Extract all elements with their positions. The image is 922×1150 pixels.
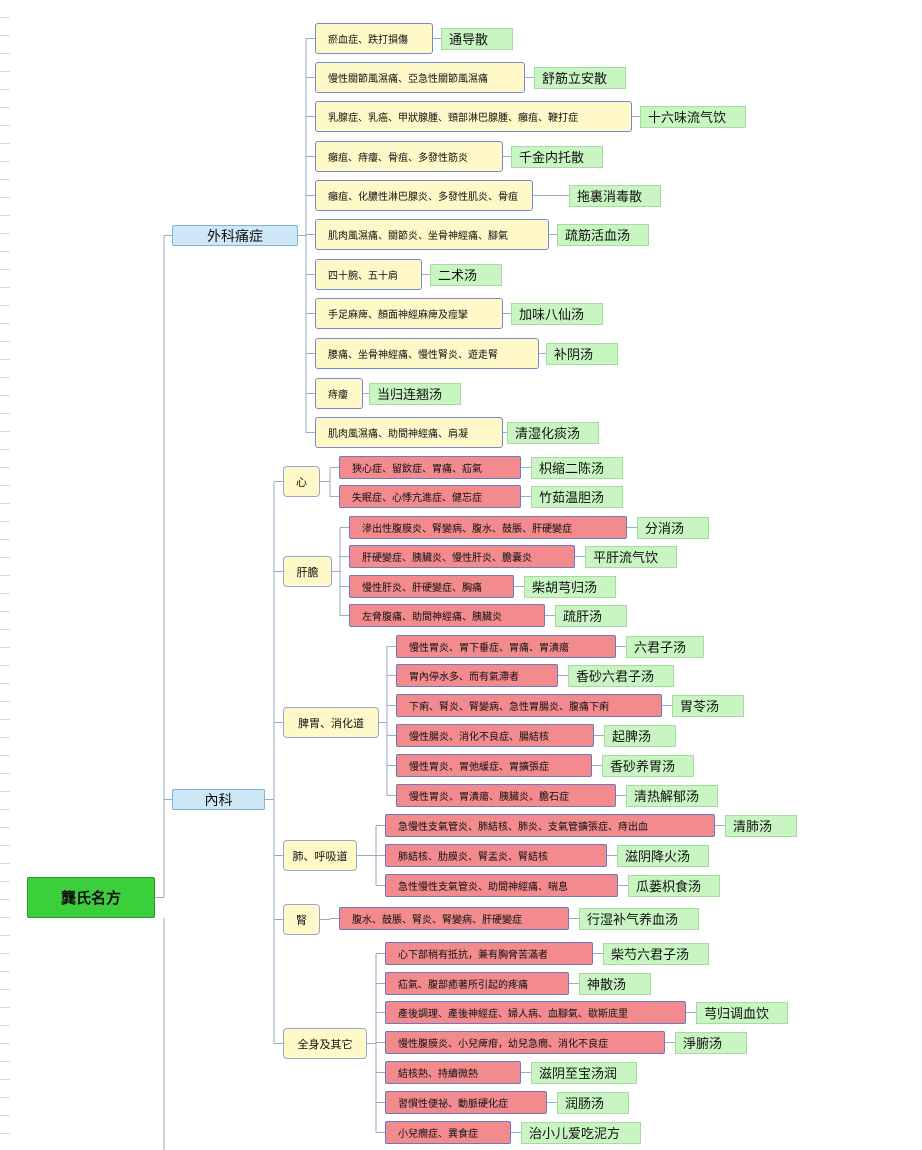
formula-box[interactable]: 淨腑汤 bbox=[675, 1031, 747, 1054]
formula-box[interactable]: 瓜蒌枳食汤 bbox=[628, 874, 720, 897]
symptom-box[interactable]: 四十腕、五十肩 bbox=[315, 259, 422, 290]
symptom-box[interactable]: 肌肉風濕痛、助間神經痛、肩凝 bbox=[315, 417, 503, 448]
formula-box[interactable]: 加味八仙汤 bbox=[511, 302, 603, 325]
formula-box[interactable]: 香砂六君子汤 bbox=[568, 664, 674, 687]
symptom-box[interactable]: 乳腺症、乳癌、甲狀腺腫、頸部淋巴腺腫、癰疽、鞭打症 bbox=[315, 101, 632, 132]
symptom-box[interactable]: 小兒癇症、異食症 bbox=[385, 1121, 511, 1144]
formula-box[interactable]: 疏筋活血汤 bbox=[557, 223, 649, 246]
symptom-box[interactable]: 慢性胃炎、胃下垂症、胃痛、胃潰瘍 bbox=[396, 635, 616, 658]
formula-box[interactable]: 十六味流气饮 bbox=[640, 105, 746, 128]
formula-box[interactable]: 滋阴降火汤 bbox=[617, 844, 709, 867]
formula-box[interactable]: 分消汤 bbox=[637, 516, 709, 539]
symptom-box[interactable]: 習慣性便祕、動脈硬化症 bbox=[385, 1091, 547, 1114]
subgroup-box[interactable]: 脾胃、消化道 bbox=[283, 707, 379, 738]
formula-box[interactable]: 通导散 bbox=[441, 27, 513, 50]
symptom-box[interactable]: 左脅腹痛、助間神經痛、胰臟炎 bbox=[349, 604, 545, 627]
symptom-box[interactable]: 失眠症、心悸亢進症、健忘症 bbox=[339, 485, 521, 508]
formula-box[interactable]: 补阴汤 bbox=[546, 342, 618, 365]
formula-box[interactable]: 滋阴至宝汤润 bbox=[531, 1061, 637, 1084]
subgroup-box[interactable]: 肺、呼吸道 bbox=[283, 840, 357, 871]
symptom-box[interactable]: 肝硬變症、胰臟炎、慢性肝炎、膽囊炎 bbox=[349, 545, 575, 568]
formula-box[interactable]: 疏肝汤 bbox=[555, 604, 627, 627]
symptom-box[interactable]: 痔瘻 bbox=[315, 378, 363, 409]
symptom-box[interactable]: 手足麻痺、顏面神經麻痺及痙攣 bbox=[315, 298, 503, 329]
symptom-box[interactable]: 滲出性腹膜炎、腎變病、腹水、鼓脹、肝硬變症 bbox=[349, 516, 627, 539]
category-surgical-pain[interactable]: 外科痛症 bbox=[172, 225, 298, 246]
symptom-box[interactable]: 腰痛、坐骨神經痛、慢性腎炎、遊走腎 bbox=[315, 338, 539, 369]
left-ruler bbox=[0, 0, 10, 1150]
symptom-box[interactable]: 瘀血症、跌打損傷 bbox=[315, 23, 433, 54]
symptom-box[interactable]: 癰疽、化膿性淋巴腺炎、多發性肌炎、骨疽 bbox=[315, 180, 533, 211]
formula-box[interactable]: 舒筋立安散 bbox=[534, 66, 626, 89]
symptom-box[interactable]: 慢性關節風濕痛、亞急性關節風濕痛 bbox=[315, 62, 525, 93]
formula-box[interactable]: 竹茹温胆汤 bbox=[531, 485, 623, 508]
formula-box[interactable]: 香砂养胃汤 bbox=[602, 754, 694, 777]
formula-box[interactable]: 清肺汤 bbox=[725, 814, 797, 837]
formula-box[interactable]: 起脾汤 bbox=[604, 724, 676, 747]
formula-box[interactable]: 六君子汤 bbox=[626, 635, 704, 658]
symptom-box[interactable]: 急性慢性支氣管炎、助間神經痛、喘息 bbox=[385, 874, 618, 897]
subgroup-box[interactable]: 心 bbox=[283, 466, 320, 497]
root-node[interactable]: 龔氏名方 bbox=[27, 877, 155, 918]
category-internal-medicine[interactable]: 內科 bbox=[172, 789, 265, 810]
formula-box[interactable]: 枳缩二陈汤 bbox=[531, 456, 623, 479]
formula-box[interactable]: 芎归调血饮 bbox=[696, 1001, 788, 1024]
symptom-box[interactable]: 胃內停水多、而有氣滯者 bbox=[396, 664, 558, 687]
formula-box[interactable]: 胃苓汤 bbox=[672, 694, 744, 717]
formula-box[interactable]: 行湿补气养血汤 bbox=[579, 907, 699, 930]
subgroup-box[interactable]: 全身及其它 bbox=[283, 1028, 367, 1059]
formula-box[interactable]: 神散汤 bbox=[579, 972, 651, 995]
symptom-box[interactable]: 慢性胃炎、胃弛緩症、胃擴張症 bbox=[396, 754, 592, 777]
symptom-box[interactable]: 結核熱、持續微熱 bbox=[385, 1061, 521, 1084]
formula-box[interactable]: 清热解郁汤 bbox=[626, 784, 718, 807]
symptom-box[interactable]: 肌肉風濕痛、關節炎、坐骨神經痛、腳氣 bbox=[315, 219, 549, 250]
symptom-box[interactable]: 下痢、腎炎、腎變病、急性胃腸炎、腹痛下痢 bbox=[396, 694, 662, 717]
symptom-box[interactable]: 慢性肝炎、肝硬變症、胸痛 bbox=[349, 575, 514, 598]
symptom-box[interactable]: 急慢性支氣管炎、肺結核、肺炎、支氣管擴張症、痔出血 bbox=[385, 814, 715, 837]
formula-box[interactable]: 拖裏消毒散 bbox=[569, 184, 661, 207]
symptom-box[interactable]: 心下部稍有抵抗，兼有胸脅苦滿者 bbox=[385, 942, 593, 965]
formula-box[interactable]: 平肝流气饮 bbox=[585, 545, 677, 568]
symptom-box[interactable]: 癰疽、痔瘻、骨疽、多發性筋炎 bbox=[315, 141, 503, 172]
subgroup-box[interactable]: 肝膽 bbox=[283, 556, 332, 587]
formula-box[interactable]: 二术汤 bbox=[430, 263, 502, 286]
formula-box[interactable]: 当归连翘汤 bbox=[369, 382, 461, 405]
symptom-box[interactable]: 慢性腸炎、消化不良症、腸結核 bbox=[396, 724, 594, 747]
subgroup-box[interactable]: 腎 bbox=[283, 904, 320, 935]
symptom-box[interactable]: 肺結核、肋膜炎、腎盂炎、腎結核 bbox=[385, 844, 607, 867]
symptom-box[interactable]: 慢性胃炎、胃潰瘍、胰臟炎、膽石症 bbox=[396, 784, 616, 807]
symptom-box[interactable]: 腹水、鼓脹、腎炎、腎變病、肝硬變症 bbox=[339, 907, 569, 930]
formula-box[interactable]: 千金内托散 bbox=[511, 145, 603, 168]
formula-box[interactable]: 治小儿爱吃泥方 bbox=[521, 1121, 641, 1144]
symptom-box[interactable]: 慢性腹膜炎、小兒痺疳，幼兒急癇、消化不良症 bbox=[385, 1031, 665, 1054]
symptom-box[interactable]: 產後調理、產後神經症、婦人病、血腳氣、歇斯底里 bbox=[385, 1001, 686, 1024]
formula-box[interactable]: 润肠汤 bbox=[557, 1091, 629, 1114]
formula-box[interactable]: 柴胡芎归汤 bbox=[524, 575, 616, 598]
symptom-box[interactable]: 疝氣、腹部癒著所引起的疼痛 bbox=[385, 972, 569, 995]
symptom-box[interactable]: 狹心症、留飲症、胃痛、疝氣 bbox=[339, 456, 521, 479]
formula-box[interactable]: 柴芍六君子汤 bbox=[603, 942, 709, 965]
formula-box[interactable]: 清湿化痰汤 bbox=[507, 421, 599, 444]
